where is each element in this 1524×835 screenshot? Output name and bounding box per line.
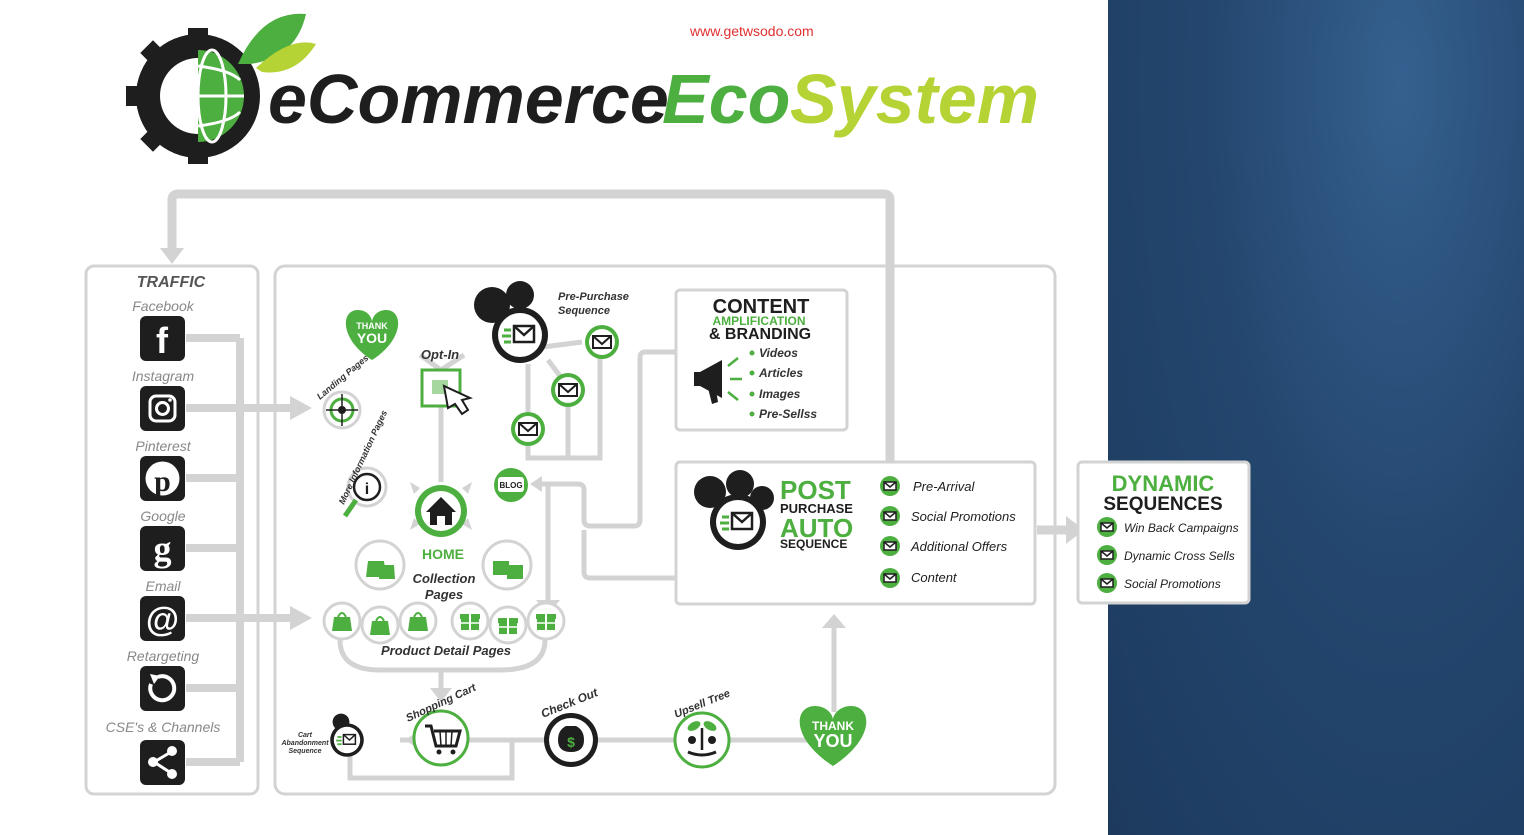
traffic-label-cse-channels: CSE's & Channels bbox=[106, 719, 221, 735]
collection-bags-icon bbox=[354, 539, 406, 591]
collection-label-2: Pages bbox=[425, 587, 463, 602]
share-icon[interactable] bbox=[140, 740, 185, 785]
post-item-social-promotions: Social Promotions bbox=[911, 509, 1016, 524]
product-bag-1-icon bbox=[322, 601, 362, 641]
cross-sells-email-icon bbox=[1096, 544, 1118, 566]
content-items-list: Videos Articles Images Pre-Sellss bbox=[749, 346, 817, 421]
dynamic-sequences-box bbox=[1076, 460, 1251, 605]
opt-in-click-icon bbox=[420, 368, 473, 416]
cart-abandonment-gear-mail-icon bbox=[329, 713, 365, 758]
svg-text:@: @ bbox=[146, 601, 179, 639]
post-purchase-gear-mail-icon bbox=[694, 470, 774, 552]
title-system: System bbox=[790, 60, 1039, 138]
additional-offers-email-icon bbox=[879, 535, 901, 557]
content-item-pre-sells: Pre-Sellss bbox=[759, 407, 817, 421]
pre-purchase-label-2: Sequence bbox=[558, 305, 610, 317]
content-item-images: Images bbox=[759, 387, 801, 401]
pre-purchase-email-1-icon bbox=[584, 324, 620, 360]
pinterest-icon[interactable]: p bbox=[140, 456, 185, 501]
product-detail-label: Product Detail Pages bbox=[381, 643, 511, 658]
traffic-title: TRAFFIC bbox=[137, 274, 206, 291]
title-ecommerce: eCommerce bbox=[268, 60, 669, 138]
pre-arrival-email-icon bbox=[879, 475, 901, 497]
svg-text:p: p bbox=[154, 465, 171, 498]
svg-text:g: g bbox=[154, 529, 172, 569]
svg-text:$: $ bbox=[567, 734, 575, 750]
svg-text:YOU: YOU bbox=[357, 330, 387, 346]
content-item-videos: Videos bbox=[759, 346, 798, 360]
landing-pages-target-icon bbox=[322, 390, 362, 430]
shopping-cart-icon bbox=[412, 709, 470, 767]
loop-back-arrow bbox=[167, 189, 895, 462]
product-bag-3-icon bbox=[398, 601, 438, 641]
collection-gifts-icon bbox=[481, 539, 533, 591]
facebook-icon[interactable]: f bbox=[140, 316, 185, 361]
traffic-label-pinterest: Pinterest bbox=[135, 438, 191, 454]
post-word-auto: AUTO bbox=[780, 513, 853, 543]
traffic-label-facebook: Facebook bbox=[132, 298, 194, 314]
svg-text:BLOG: BLOG bbox=[499, 481, 522, 490]
post-item-additional-offers: Additional Offers bbox=[910, 539, 1008, 554]
content-sub1: AMPLIFICATION bbox=[712, 314, 805, 328]
content-email-icon bbox=[879, 567, 901, 589]
more-info-magnifier-icon: i bbox=[342, 466, 388, 518]
dynamic-item-social-promotions: Social Promotions bbox=[1124, 577, 1221, 591]
watermark-text: www.getwsodo.com bbox=[689, 23, 814, 39]
social-promotions-email-icon bbox=[879, 505, 901, 527]
post-item-pre-arrival: Pre-Arrival bbox=[913, 479, 976, 494]
product-gift-3-icon bbox=[526, 601, 566, 641]
traffic-label-instagram: Instagram bbox=[132, 368, 195, 384]
content-sub2: & BRANDING bbox=[709, 326, 811, 343]
dynamic-item-cross-sells: Dynamic Cross Sells bbox=[1124, 549, 1235, 563]
home-label: HOME bbox=[422, 546, 464, 562]
product-bag-2-icon bbox=[360, 605, 400, 645]
post-item-content: Content bbox=[911, 570, 958, 585]
collection-label-1: Collection bbox=[413, 571, 476, 586]
google-icon[interactable]: g bbox=[140, 526, 185, 571]
svg-text:f: f bbox=[156, 320, 169, 361]
traffic-label-retargeting: Retargeting bbox=[127, 648, 200, 664]
dynamic-social-email-icon bbox=[1096, 572, 1118, 594]
content-item-articles: Articles bbox=[758, 366, 803, 380]
dynamic-title-1: DYNAMIC bbox=[1112, 471, 1215, 496]
post-word-purchase: PURCHASE bbox=[780, 501, 853, 516]
upsell-tree-icon bbox=[673, 711, 731, 769]
check-out-money-icon: $ bbox=[544, 713, 598, 767]
dynamic-title-2: SEQUENCES bbox=[1103, 494, 1222, 515]
thank-you-heart-icon: THANK YOU bbox=[345, 310, 399, 360]
email-at-icon[interactable]: @ bbox=[140, 596, 185, 641]
opt-in-label: Opt-In bbox=[421, 347, 459, 362]
blog-icon: BLOG bbox=[494, 468, 528, 502]
post-word-sequence: SEQUENCE bbox=[780, 537, 847, 551]
thank-you-bottom-heart-icon: THANK YOU bbox=[799, 706, 867, 766]
title-eco: Eco bbox=[662, 60, 790, 138]
megaphone-icon bbox=[694, 357, 742, 404]
retargeting-icon[interactable] bbox=[140, 666, 185, 711]
cart-abandon-label-1: Cart bbox=[298, 732, 313, 739]
svg-text:THANK: THANK bbox=[812, 719, 854, 733]
post-word-post: POST bbox=[780, 475, 851, 505]
pre-purchase-email-2-icon bbox=[550, 372, 586, 408]
pre-purchase-gear-mail-icon bbox=[474, 281, 550, 365]
cart-abandon-label-3: Sequence bbox=[288, 748, 321, 755]
home-icon bbox=[410, 482, 472, 537]
traffic-label-google: Google bbox=[140, 508, 185, 524]
product-gift-2-icon bbox=[488, 605, 528, 645]
svg-text:i: i bbox=[365, 481, 369, 498]
win-back-email-icon bbox=[1096, 516, 1118, 538]
content-title: CONTENT bbox=[713, 296, 810, 318]
pre-purchase-label-1: Pre-Purchase bbox=[558, 291, 629, 303]
svg-text:YOU: YOU bbox=[813, 731, 852, 751]
instagram-icon[interactable] bbox=[140, 386, 185, 431]
dynamic-item-win-back: Win Back Campaigns bbox=[1124, 521, 1239, 535]
pre-purchase-email-3-icon bbox=[510, 411, 546, 447]
blue-side-panel bbox=[1108, 0, 1524, 835]
cart-abandon-label-2: Abandonment bbox=[280, 740, 329, 747]
traffic-label-email: Email bbox=[145, 578, 181, 594]
product-gift-1-icon bbox=[450, 601, 490, 641]
svg-text:THANK: THANK bbox=[356, 321, 388, 331]
